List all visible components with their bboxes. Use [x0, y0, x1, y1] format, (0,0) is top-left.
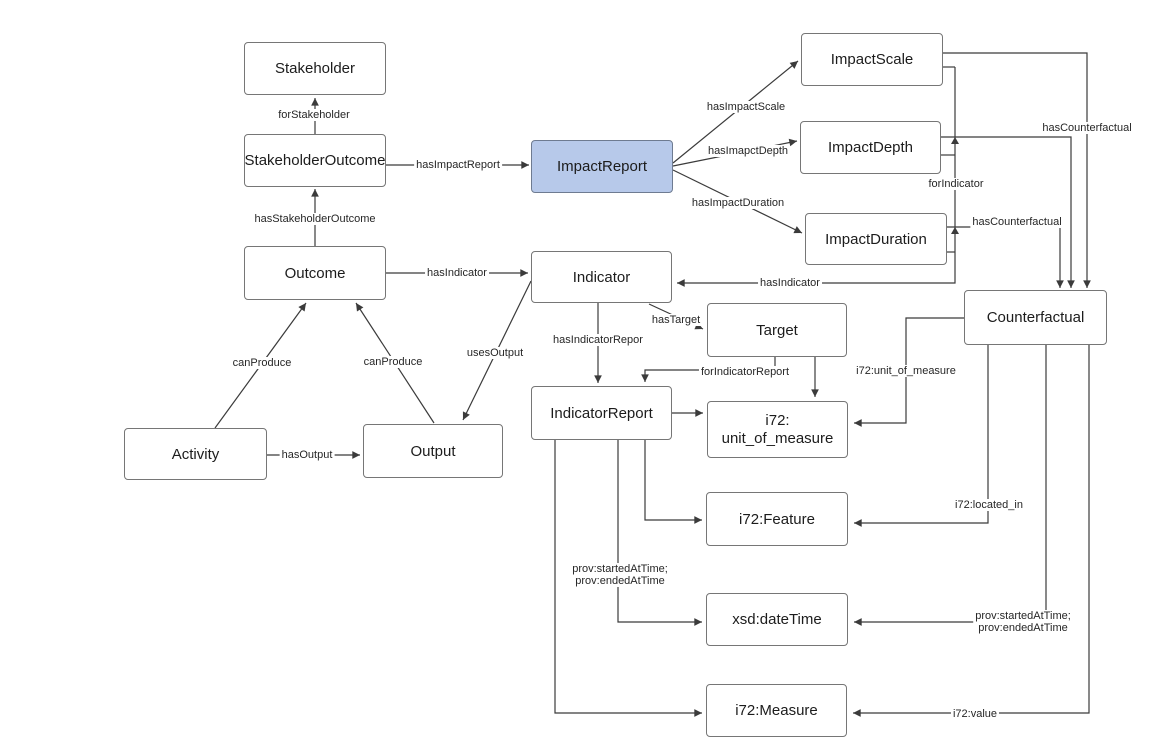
node-stakeholder: Stakeholder: [244, 42, 386, 95]
edge-label-has-indicator-right: hasIndicator: [758, 277, 822, 289]
node-output: Output: [363, 424, 503, 478]
edge-label-has-imapct-depth: hasImapctDepth: [705, 145, 791, 157]
edge-impact-scale-has-counterfactual: [943, 52, 1091, 288]
node-activity: Activity: [124, 428, 267, 480]
node-stakeholder-label: Stakeholder: [274, 60, 356, 77]
edge-indicator-report-datetime: [617, 440, 702, 626]
node-impact-duration: ImpactDuration: [805, 213, 947, 265]
node-indicator-report: IndicatorReport: [531, 386, 672, 440]
edge-label-for-stakeholder: forStakeholder: [276, 109, 352, 121]
node-target: Target: [707, 303, 847, 357]
node-outcome: Outcome: [244, 246, 386, 300]
node-impact-duration-label: ImpactDuration: [825, 230, 927, 248]
edge-label-has-counterfactual-mid: hasCounterfactual: [970, 216, 1064, 228]
node-impact-scale-label: ImpactScale: [830, 51, 914, 68]
edge-counterfactual-located-in: [854, 345, 989, 527]
edge-label-prov-times-left-line2: prov:endedAtTime: [575, 575, 665, 587]
node-indicator-report-label: IndicatorReport: [550, 404, 653, 422]
node-feature: i72:Feature: [706, 492, 848, 546]
edge-label-has-target: hasTarget: [649, 314, 703, 326]
node-impact-scale: ImpactScale: [801, 33, 943, 86]
edge-label-has-indicator-repor: hasIndicatorRepor: [551, 334, 645, 346]
node-unit-of-measure-label-line2: unit_of_measure: [721, 429, 834, 447]
node-impact-depth-label: ImpactDepth: [827, 139, 914, 156]
edge-label-located-in: i72:located_in: [953, 499, 1025, 511]
edge-label-for-indicator-report: forIndicatorReport: [698, 366, 792, 378]
edge-counterfactual-value: [853, 345, 1090, 717]
node-stakeholder-outcome-label: StakeholderOutcome: [244, 152, 386, 169]
node-date-time: xsd:dateTime: [706, 593, 848, 646]
node-indicator: Indicator: [531, 251, 672, 303]
node-unit-of-measure-label-line1: i72:: [765, 411, 790, 429]
arrowhead-up-junction-1: [951, 137, 959, 144]
node-unit-of-measure: i72: unit_of_measure: [707, 401, 848, 458]
node-date-time-label: xsd:dateTime: [732, 611, 822, 628]
edge-label-has-counterfactual-top: hasCounterfactual: [1040, 122, 1134, 134]
edge-label-unit-of-measure-prop: i72:unit_of_measure: [854, 365, 958, 377]
edge-label-prov-times-left: prov:startedAtTime; prov:endedAtTime: [570, 563, 670, 587]
edge-label-has-impact-duration: hasImpactDuration: [689, 197, 787, 209]
edge-label-has-impact-scale: hasImpactScale: [704, 101, 788, 113]
edge-label-has-output: hasOutput: [279, 449, 335, 461]
node-output-label: Output: [410, 442, 456, 460]
node-impact-depth: ImpactDepth: [800, 121, 941, 174]
edge-impact-depth-has-counterfactual: [941, 136, 1075, 288]
edge-label-prov-times-left-line1: prov:startedAtTime;: [572, 563, 668, 575]
edge-label-uses-output: usesOutput: [464, 347, 526, 359]
node-impact-report: ImpactReport: [531, 140, 673, 193]
edge-label-prov-times-right: prov:startedAtTime; prov:endedAtTime: [973, 610, 1073, 634]
node-measure: i72:Measure: [706, 684, 847, 737]
node-feature-label: i72:Feature: [739, 510, 815, 528]
node-activity-label: Activity: [171, 445, 220, 463]
node-stakeholder-outcome: StakeholderOutcome: [244, 134, 386, 187]
node-outcome-label: Outcome: [284, 264, 346, 282]
node-measure-label: i72:Measure: [735, 702, 818, 719]
edge-indicator-report-feature: [644, 440, 702, 524]
edge-impact-duration-has-counterfactual: [947, 226, 1064, 288]
edge-label-value: i72:value: [950, 708, 1000, 720]
node-impact-report-label: ImpactReport: [556, 158, 648, 175]
arrowhead-up-junction-2: [951, 227, 959, 234]
node-counterfactual: Counterfactual: [964, 290, 1107, 345]
node-counterfactual-label: Counterfactual: [986, 309, 1085, 326]
edge-label-prov-times-right-line1: prov:startedAtTime;: [975, 610, 1071, 622]
edge-label-for-indicator: forIndicator: [926, 178, 986, 190]
edge-label-has-impact-report: hasImpactReport: [414, 159, 502, 171]
node-target-label: Target: [756, 321, 798, 339]
node-indicator-label: Indicator: [572, 268, 631, 286]
edge-label-has-indicator-outcome: hasIndicator: [425, 267, 489, 279]
edge-label-has-stakeholder-outcome: hasStakeholderOutcome: [252, 213, 378, 225]
edge-label-prov-times-right-line2: prov:endedAtTime: [978, 622, 1068, 634]
edge-label-can-produce-right: canProduce: [361, 356, 425, 368]
edge-label-can-produce-left: canProduce: [230, 357, 294, 369]
edge-indicator-report-measure: [554, 440, 702, 717]
edge-counterfactual-datetime: [854, 345, 1047, 626]
